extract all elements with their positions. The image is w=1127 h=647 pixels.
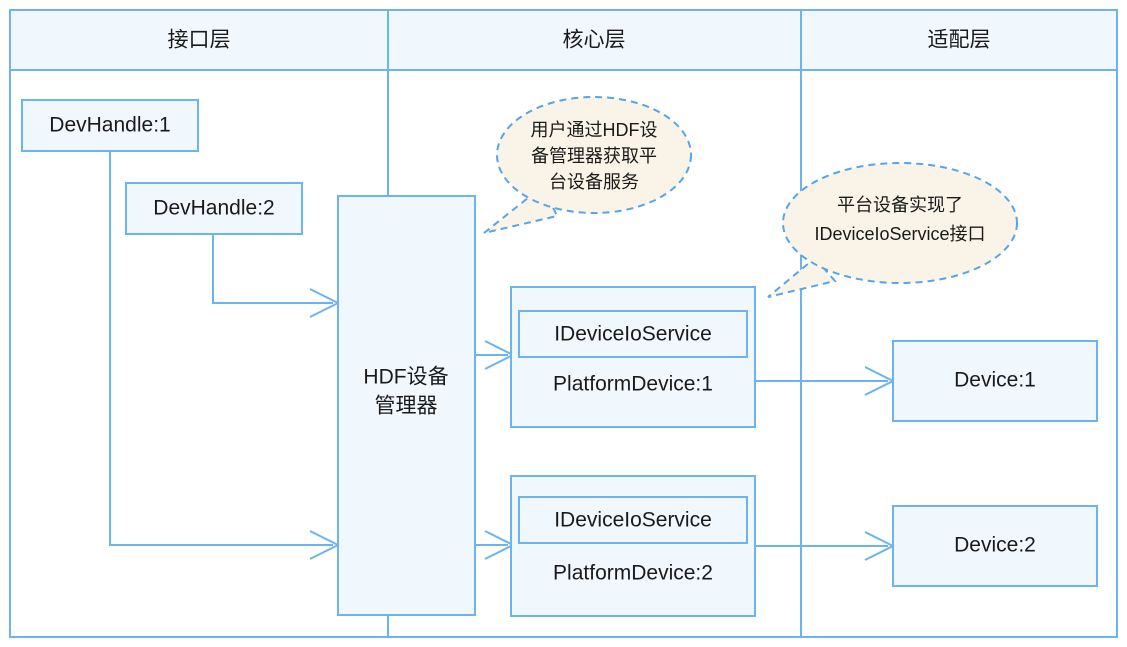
callout-user-via-hdf-line-1: 用户通过HDF设	[531, 120, 658, 140]
callout-user-via-hdf-line-2: 备管理器获取平	[531, 146, 657, 166]
node-device-2[interactable]: Device:2	[892, 505, 1098, 587]
node-device-1-label: Device:1	[954, 369, 1036, 392]
node-devhandle-2[interactable]: DevHandle:2	[125, 182, 303, 235]
callout-platform-implements-line-2: IDeviceIoService接口	[814, 224, 985, 244]
node-devhandle-1[interactable]: DevHandle:1	[21, 99, 199, 152]
node-device-1[interactable]: Device:1	[892, 340, 1098, 422]
node-hdf-device-manager[interactable]: HDF设备 管理器	[337, 195, 476, 616]
lane-title-adaptation: 适配层	[928, 29, 991, 52]
lane-header-interface	[9, 9, 389, 71]
lane-header-adaptation	[800, 9, 1118, 71]
callout-user-via-hdf: 用户通过HDF设 备管理器获取平 台设备服务	[483, 96, 692, 234]
node-idevice-io-service-2-box[interactable]	[518, 496, 748, 544]
lane-header-core	[387, 9, 802, 71]
node-devhandle-1-label: DevHandle:1	[49, 114, 170, 137]
node-idevice-io-service-1-label: IDeviceIoService	[554, 323, 712, 346]
connector-devhandle1-to-hdf	[109, 151, 333, 546]
node-platform-device-2[interactable]: IDeviceIoService PlatformDevice:2	[510, 475, 756, 617]
node-idevice-io-service-2-label: IDeviceIoService	[554, 509, 712, 532]
callout-platform-implements: 平台设备实现了 IDeviceIoService接口	[767, 162, 1018, 298]
node-idevice-io-service-1-box[interactable]	[518, 310, 748, 358]
node-platform-device-2-label: PlatformDevice:2	[553, 562, 713, 585]
node-platform-device-1-label: PlatformDevice:1	[553, 373, 713, 396]
connector-devhandle2-to-hdf	[212, 234, 333, 304]
node-platform-device-1[interactable]: IDeviceIoService PlatformDevice:1	[510, 286, 756, 428]
lane-title-core: 核心层	[563, 29, 626, 52]
callout-platform-implements-line-1: 平台设备实现了	[837, 195, 963, 215]
lane-title-interface: 接口层	[168, 29, 231, 52]
node-hdf-device-manager-label-line2: 管理器	[375, 395, 438, 418]
callout-user-via-hdf-line-3: 台设备服务	[549, 172, 639, 192]
node-devhandle-2-label: DevHandle:2	[153, 197, 274, 220]
node-hdf-device-manager-label-line1: HDF设备	[363, 366, 448, 389]
callout-user-via-hdf-bubble	[496, 96, 692, 214]
callout-platform-implements-bubble	[782, 162, 1018, 284]
node-device-2-label: Device:2	[954, 534, 1036, 557]
